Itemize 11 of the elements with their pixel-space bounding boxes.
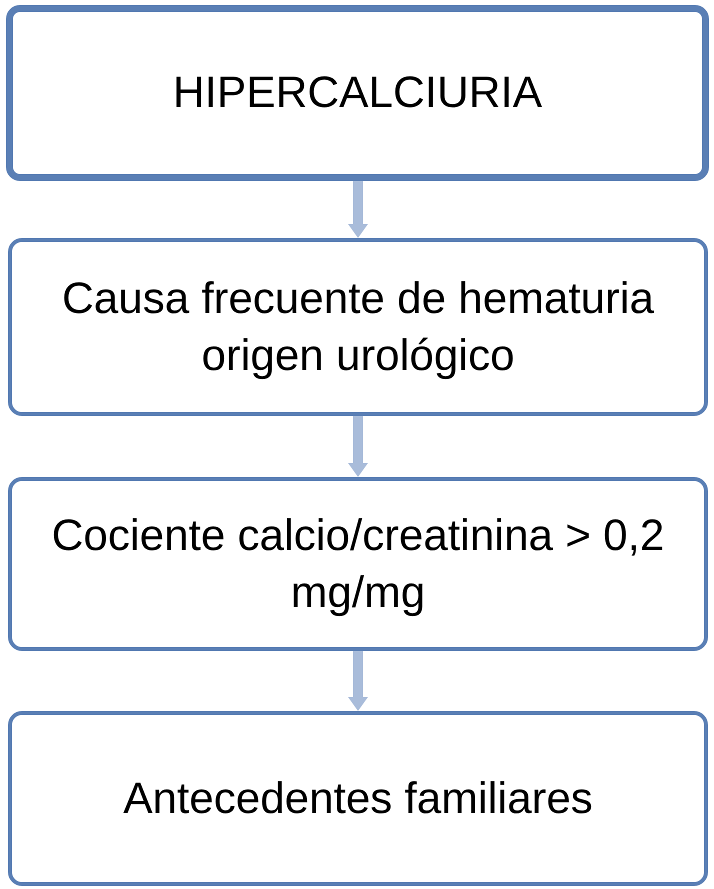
process-box [8, 711, 708, 886]
process-box [8, 477, 708, 651]
arrow [348, 416, 368, 477]
box-text: Antecedentes familiares [123, 772, 593, 825]
box-text: Cociente calcio/creatinina > 0,2 mg/mg [50, 510, 666, 619]
process-box [8, 238, 708, 416]
arrow [348, 651, 368, 711]
box-text: Causa frecuente de hematuria origen urológico [61, 272, 655, 382]
process-box [6, 5, 709, 181]
arrow [348, 181, 368, 238]
box-text: HIPERCALCIURIA [172, 67, 542, 120]
